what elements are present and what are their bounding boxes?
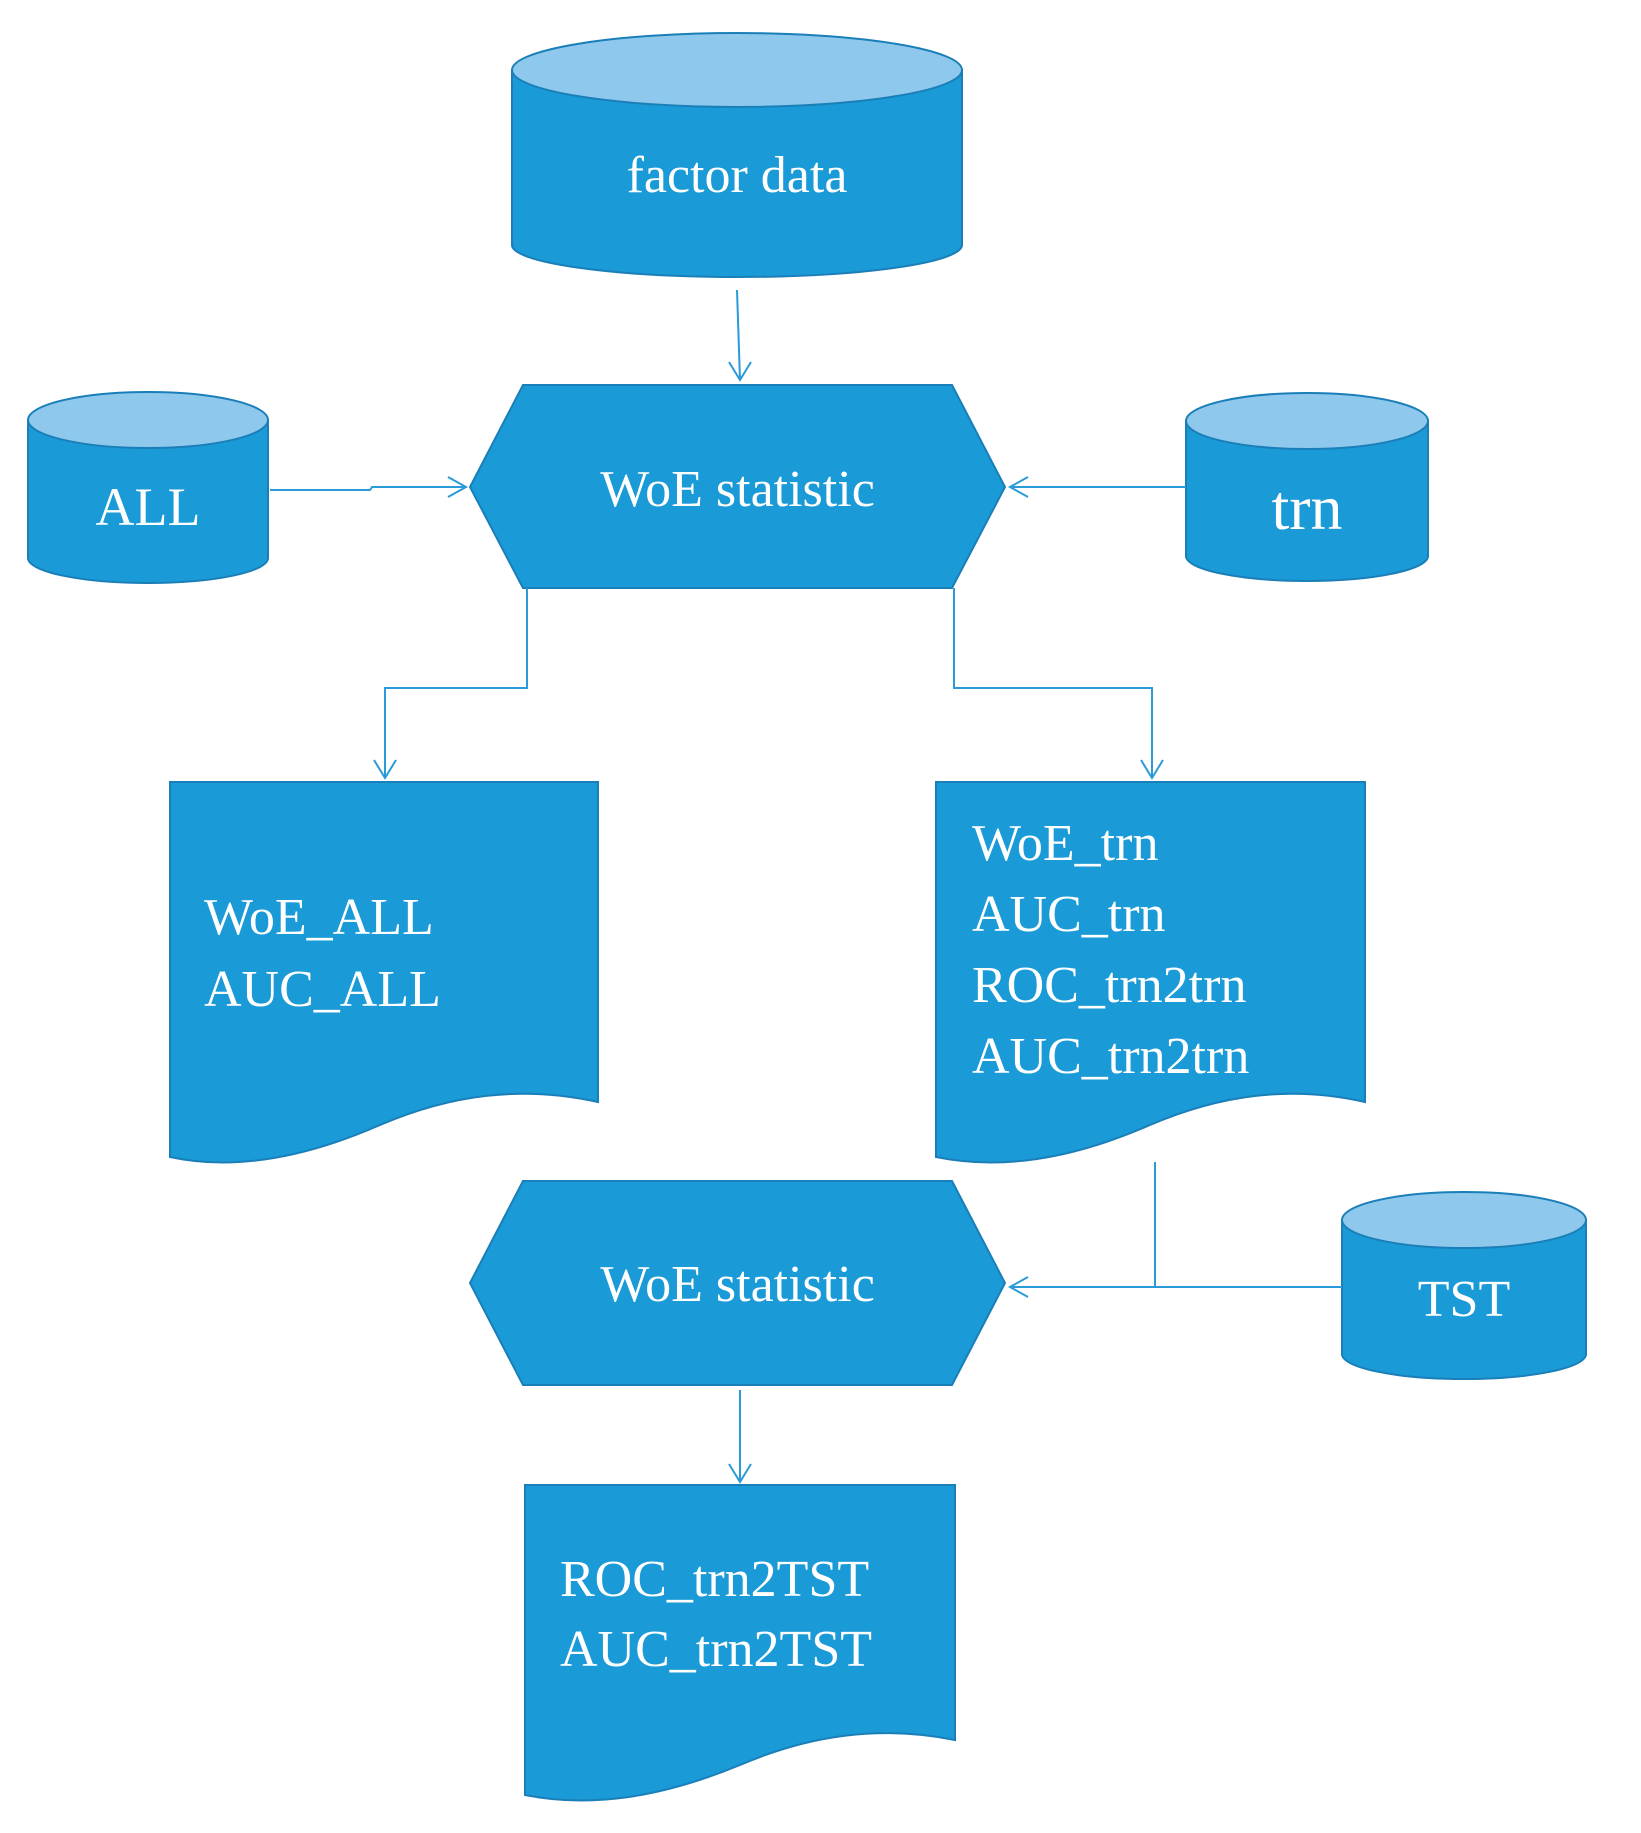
all-outputs-list: WoE_ALL AUC_ALL bbox=[204, 882, 441, 1026]
connector-woe-to-trn-outputs bbox=[953, 588, 1164, 780]
trn-output-item: ROC_trn2trn bbox=[972, 957, 1247, 1014]
connector-trn-outputs-and-tst-to-woe bbox=[1007, 1162, 1342, 1298]
all-output-item: WoE_ALL bbox=[204, 889, 434, 946]
woe-statistic-hexagon-bottom bbox=[468, 1180, 1007, 1386]
woe-statistic-hexagon-top bbox=[468, 384, 1007, 589]
connector-factor-to-woe bbox=[728, 289, 752, 382]
factor-data-cylinder bbox=[511, 32, 963, 278]
trn-outputs-list: WoE_trn AUC_trn ROC_trn2trn AUC_trn2trn bbox=[972, 808, 1249, 1092]
tst-label: TST bbox=[1417, 1271, 1511, 1328]
connector-trn-to-woe bbox=[1007, 476, 1186, 498]
connector-woe-to-all-outputs bbox=[373, 588, 528, 780]
trn-cylinder bbox=[1185, 392, 1429, 582]
tst-output-item: ROC_trn2TST bbox=[560, 1551, 870, 1608]
woe-statistic-top-label: WoE statistic bbox=[600, 461, 875, 518]
all-cylinder bbox=[27, 391, 269, 584]
all-label: ALL bbox=[95, 477, 201, 537]
trn-outputs-document bbox=[935, 781, 1366, 1164]
tst-outputs-document bbox=[524, 1484, 956, 1802]
trn-output-item: AUC_trn2trn bbox=[972, 1028, 1250, 1085]
woe-statistic-bottom-label: WoE statistic bbox=[600, 1256, 875, 1313]
all-output-item: AUC_ALL bbox=[204, 961, 441, 1018]
connector-all-to-woe bbox=[270, 476, 469, 498]
tst-outputs-list: ROC_trn2TST AUC_trn2TST bbox=[560, 1545, 872, 1685]
trn-label: trn bbox=[1271, 472, 1343, 543]
tst-cylinder bbox=[1341, 1191, 1587, 1380]
trn-output-item: AUC_trn bbox=[972, 886, 1166, 943]
all-outputs-document bbox=[169, 781, 599, 1164]
factor-data-label: factor data bbox=[626, 147, 848, 204]
tst-output-item: AUC_trn2TST bbox=[560, 1621, 872, 1678]
trn-output-item: WoE_trn bbox=[972, 815, 1159, 872]
connector-woe-to-tst-outputs bbox=[728, 1390, 752, 1484]
